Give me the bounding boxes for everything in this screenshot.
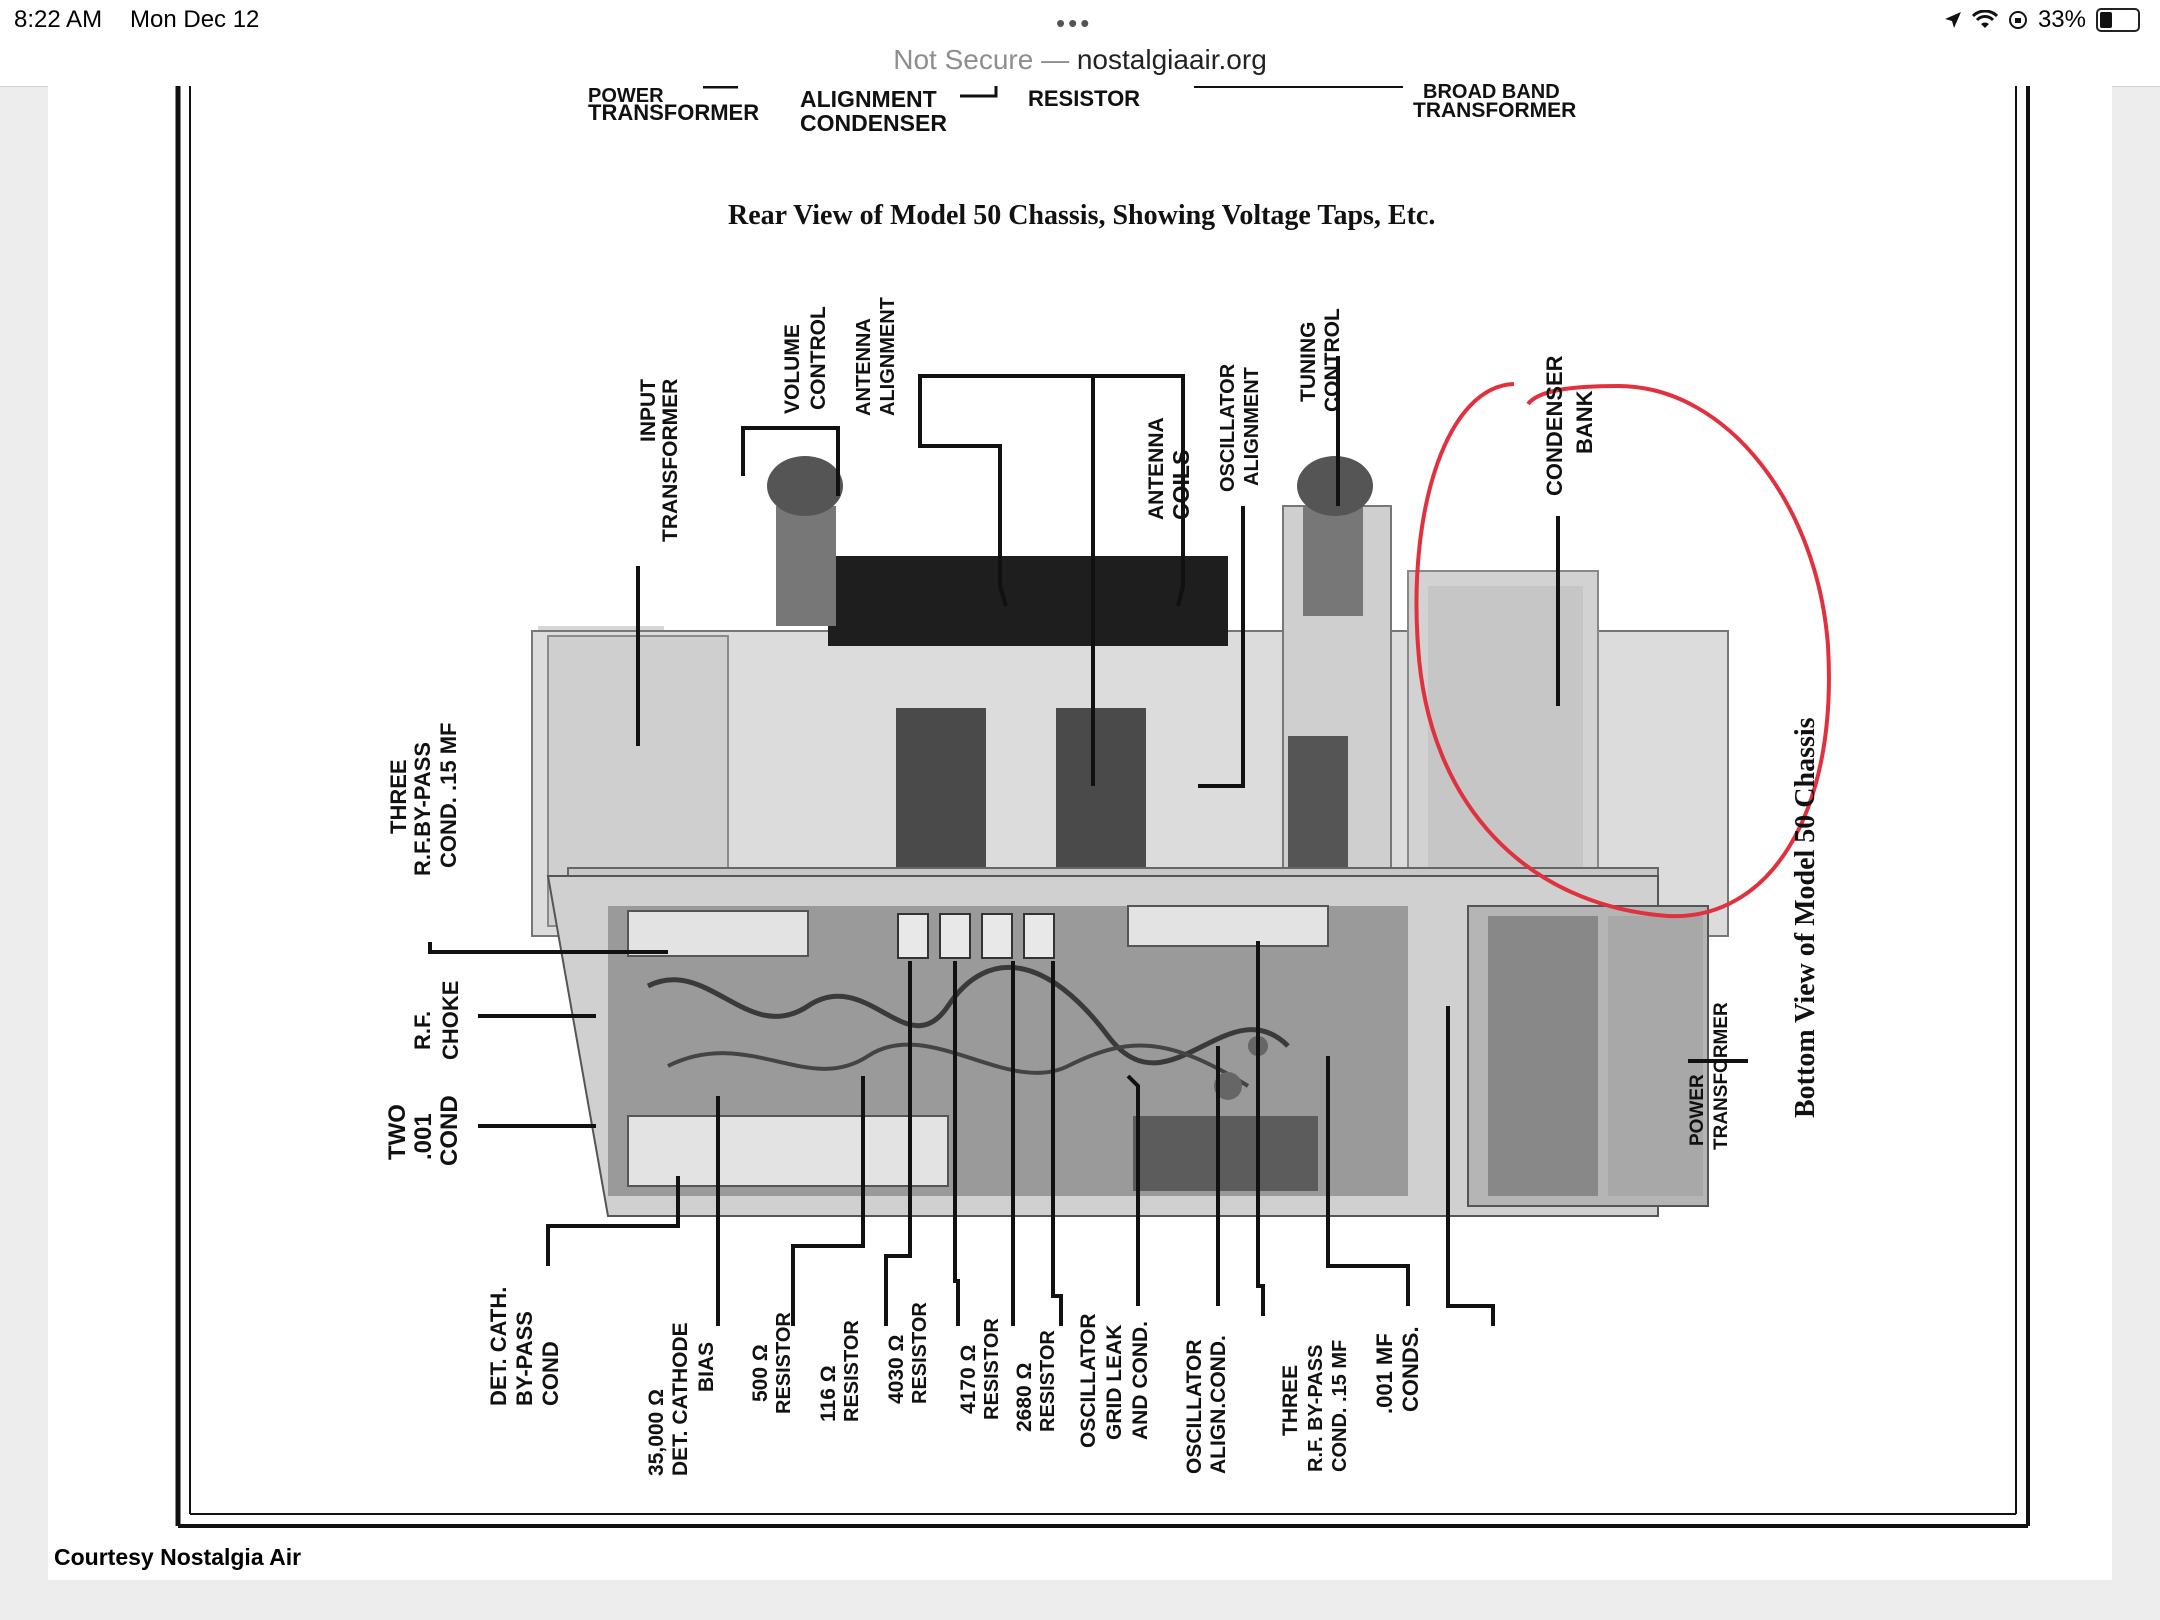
battery-percent: 33% [2037, 6, 2086, 33]
label-volume-control-1: VOLUME [781, 324, 804, 414]
battery-icon [2096, 8, 2140, 32]
url-domain: nostalgiaair.org [1076, 44, 1267, 75]
label-power-transformer-1: POWER [1687, 1074, 1708, 1146]
label-det-cath-2: BY-PASS [512, 1311, 537, 1406]
label-two-001-1: TWO [384, 1104, 411, 1160]
label-r4170-2: RESISTOR [981, 1318, 1003, 1420]
label-three-rf-bypass-3: COND. .15 MF [436, 722, 461, 868]
label-r116-2: RESISTOR [841, 1320, 863, 1422]
label-broad-band-1: BROAD BAND [1423, 81, 1560, 103]
label-det-cath-3: COND [538, 1341, 563, 1406]
label-r500-2: RESISTOR [773, 1312, 795, 1414]
label-r116-1: 116 Ω [817, 1365, 840, 1422]
label-condenser-bank-2: BANK [1572, 390, 1597, 454]
label-two-001-2: .001 [410, 1113, 437, 1160]
wifi-icon [1971, 10, 1998, 28]
label-three-rf-b-1: THREE [1279, 1364, 1302, 1436]
label-tuning-control-1: TUNING [1297, 321, 1320, 403]
label-osc-align-1: OSCILLATOR [1183, 1339, 1206, 1474]
label-rf-choke-1: R.F. [410, 1010, 435, 1050]
label-det-bias-1: 35,000 Ω [645, 1389, 668, 1476]
security-status: Not Secure [893, 44, 1034, 75]
chassis-figure [175, 86, 2030, 1528]
label-oscillator-alignment-2: ALIGNMENT [1241, 367, 1263, 486]
label-antenna-coils-1: ANTENNA [1145, 417, 1168, 520]
address-bar[interactable]: Not Secure — nostalgiaair.org [0, 40, 2160, 87]
label-oscillator-alignment-1: OSCILLATOR [1217, 363, 1239, 492]
location-icon [1944, 12, 1961, 28]
label-osc-grid-3: AND COND. [1129, 1321, 1152, 1440]
label-osc-grid-1: OSCILLATOR [1077, 1313, 1100, 1448]
label-antenna-alignment-2: ALIGNMENT [877, 297, 899, 416]
label-antenna-coils-2: COILS [1168, 449, 1194, 520]
label-three-rf-b-3: COND. .15 MF [1329, 1339, 1351, 1472]
label-power-transformer-top-1: POWER [588, 85, 664, 107]
label-input-transformer-2: TRANSFORMER [659, 378, 682, 542]
label-power-transformer-top-2: TRANSFORMER [588, 100, 760, 125]
label-two-001-3: COND [436, 1095, 463, 1166]
label-input-transformer-1: INPUT [637, 379, 660, 442]
label-osc-grid-2: GRID LEAK [1103, 1324, 1126, 1441]
label-power-transformer-2: TRANSFORMER [1711, 1002, 1732, 1150]
label-det-cath-1: DET. CATH. [486, 1286, 511, 1406]
red-circle-annotation [1414, 382, 1831, 919]
label-r4170-1: 4170 Ω [957, 1344, 980, 1414]
multitasking-dots-icon[interactable]: ••• [1056, 8, 1093, 38]
label-alignment-condenser-1: ALIGNMENT [800, 86, 937, 112]
page-content: POWER TRANSFORMER ALIGNMENT CONDENSER RE… [48, 82, 2112, 1580]
label-osc-align-2: ALIGN.COND. [1207, 1335, 1230, 1474]
label-det-bias-3: BIAS [695, 1341, 718, 1392]
label-volume-control-2: CONTROL [807, 306, 830, 410]
label-det-bias-2: DET. CATHODE [669, 1322, 692, 1476]
figure-title: Rear View of Model 50 Chassis, Showing V… [728, 200, 1436, 231]
label-resistor-top: RESISTOR [1028, 86, 1141, 111]
label-broad-band-2: TRANSFORMER [1413, 99, 1577, 122]
label-r500-1: 500 Ω [749, 1344, 772, 1402]
credit-caption: Courtesy Nostalgia Air [54, 1544, 302, 1570]
url-separator: — [1033, 44, 1077, 75]
label-tuning-control-2: CONTROL [1321, 308, 1344, 412]
label-r2680-1: 2680 Ω [1013, 1362, 1036, 1432]
label-three-rf-bypass-2: R.F.BY-PASS [410, 741, 435, 876]
label-r4030-1: 4030 Ω [885, 1334, 908, 1404]
label-three-rf-b-2: R.F. BY-PASS [1305, 1344, 1327, 1472]
label-condenser-bank-1: CONDENSER [1542, 355, 1567, 496]
label-alignment-condenser-2: CONDENSER [800, 110, 947, 136]
label-three-rf-bypass-1: THREE [386, 759, 411, 834]
label-antenna-alignment-1: ANTENNA [853, 318, 875, 416]
clock: 8:22 AM [14, 6, 103, 33]
label-rf-choke-2: CHOKE [438, 980, 463, 1060]
label-mf001-1: .001 MF [1372, 1333, 1397, 1414]
label-mf001-2: CONDS. [1398, 1326, 1423, 1412]
label-r4030-2: RESISTOR [909, 1302, 931, 1404]
status-icons: 33% [1944, 6, 2140, 34]
side-title: Bottom View of Model 50 Chassis [1790, 717, 1821, 1118]
ios-status-bar: 8:22 AM Mon Dec 12 ••• 33% [0, 0, 2160, 40]
orientation-lock-icon [2008, 11, 2027, 29]
label-r2680-2: RESISTOR [1037, 1330, 1059, 1432]
date: Mon Dec 12 [130, 6, 260, 33]
